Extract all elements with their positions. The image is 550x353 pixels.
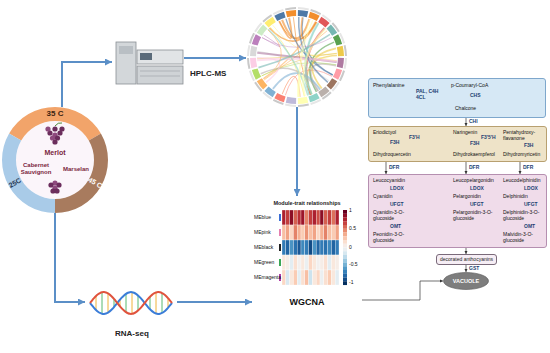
module-label: MEmagenta xyxy=(254,275,281,281)
node-text: HPLC-MS xyxy=(190,70,226,79)
flow-arrow xyxy=(55,213,85,302)
node-text: Pelargonidin xyxy=(453,194,481,200)
hplc-instrument xyxy=(116,42,183,84)
node-text: decorated anthocyanins xyxy=(440,257,493,263)
enzyme-name: 4CL xyxy=(416,95,425,101)
enzyme-name: F3'5'H xyxy=(481,135,496,141)
module-label: MEblue xyxy=(254,215,271,221)
vacuole-oval: VACUOLE xyxy=(443,272,489,290)
reaction-arrow xyxy=(466,118,467,126)
enzyme-name: DFR xyxy=(523,165,533,171)
enzyme-name: F3H xyxy=(470,141,479,147)
node-text: Eriodictyol xyxy=(373,130,396,136)
scale-value: -0.5 xyxy=(349,262,358,268)
temperature-ring: 35 C45 C25CMerlotCabernet SauvignonMarse… xyxy=(2,107,108,213)
pathway-panel: Leucocyanidin Leucopelargonidin Leucodelph… xyxy=(368,174,547,248)
node-text: Module-trait relationships xyxy=(273,200,340,206)
node-text: Phenylalanine xyxy=(373,83,404,89)
enzyme-name: PAL, C4H xyxy=(416,89,438,95)
reaction-arrow xyxy=(466,265,467,273)
flow-arrow xyxy=(177,301,252,303)
enzyme-name: DFR xyxy=(389,165,399,171)
enzyme-name: OMT xyxy=(524,224,535,230)
node-text: Marselan xyxy=(63,166,89,173)
node-text: Cyanidin xyxy=(373,194,392,200)
node-text: Dihydroquercetin xyxy=(373,152,411,158)
node-text: VACUOLE xyxy=(453,278,479,284)
module-label: MEblack xyxy=(254,245,273,251)
enzyme-name: F3H xyxy=(524,143,533,149)
node-text: Cabernet Sauvignon xyxy=(18,162,54,175)
rna-seq-node: RNA-seq xyxy=(85,286,177,342)
node-text: Leucopelargonidin xyxy=(453,178,494,184)
node-text: p-Coumaryl-CoA xyxy=(451,83,488,89)
node-text: Pentahydroxy-flavanone xyxy=(503,130,545,141)
enzyme-name: F3'H xyxy=(409,135,420,141)
pathway-panel: PhenylalaninePAL, C4H4CL p-Coumaryl-CoA CH… xyxy=(368,78,546,118)
module-label: MEpink xyxy=(254,230,271,236)
enzyme-name: LDOX xyxy=(470,186,484,192)
module-label: MEgreen xyxy=(254,260,274,266)
enzyme-name: LDOX xyxy=(390,186,404,192)
scale-value: -1 xyxy=(349,280,353,286)
node-text: Leucodelphinidin xyxy=(503,178,541,184)
node-text: Naringenin xyxy=(453,130,477,136)
enzyme-name: DFR xyxy=(469,165,479,171)
node-text: Leucocyanidin xyxy=(373,178,405,184)
circos-plot xyxy=(247,7,347,107)
node-text: Malvidin-3-O-glucoside xyxy=(503,232,545,243)
enzyme-name: OMT xyxy=(390,224,401,230)
node-text: Merlot xyxy=(45,149,66,157)
decorated-box: decorated anthocyanins xyxy=(436,254,497,265)
node-text: RNA-seq xyxy=(115,330,149,339)
node-text: Dihydromyricetin xyxy=(503,152,540,158)
enzyme-name: F3H xyxy=(390,140,399,146)
enzyme-name: CHI xyxy=(469,119,478,125)
enzyme-name: UFGT xyxy=(470,202,484,208)
node-text: Cyanidin-3-O-glucoside xyxy=(373,210,419,221)
node-text: Pelargonidin-3-O-glucoside xyxy=(453,210,501,221)
node-text: 35 C xyxy=(47,110,64,119)
scale-value: 0 xyxy=(349,245,352,251)
node-text: Delphinidin xyxy=(503,194,528,200)
scale-value: 1 xyxy=(349,208,352,214)
enzyme-name: CHS xyxy=(470,93,481,99)
flow-arrow xyxy=(62,62,112,107)
reaction-arrow xyxy=(520,162,521,174)
dna-helix xyxy=(90,292,172,314)
node-text: Chalcone xyxy=(455,106,476,112)
hplc-instrument-node: HPLC-MS xyxy=(112,40,230,84)
enzyme-name: UFGT xyxy=(390,202,404,208)
enzyme-name: LDOX xyxy=(524,186,538,192)
node-text: Peonidin-3-O-glucoside xyxy=(373,232,419,243)
scale-value: 0.5 xyxy=(349,226,356,232)
ring-shape xyxy=(2,107,108,213)
node-text: Dihydrokaempferol xyxy=(453,152,495,158)
reaction-arrow xyxy=(362,281,443,300)
node-text: WGCNA xyxy=(290,298,325,308)
enzyme-name: GST xyxy=(469,266,479,272)
enzyme-name: UFGT xyxy=(524,202,538,208)
reaction-arrow xyxy=(466,162,467,174)
reaction-arrow xyxy=(386,162,387,174)
node-text: Delphinidin-3-O-glucoside xyxy=(503,210,545,221)
pathway-panel: EriodictyolF3'H NaringeninF3'5'H Pentahydr… xyxy=(368,126,547,162)
flow-arrow xyxy=(184,58,297,196)
